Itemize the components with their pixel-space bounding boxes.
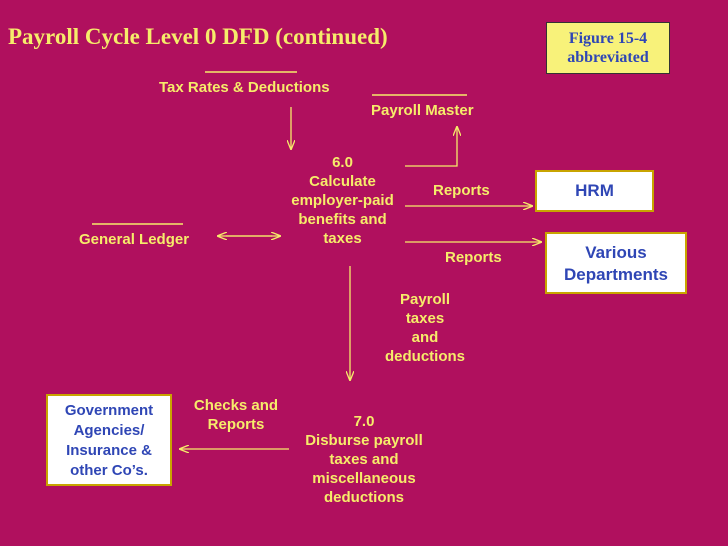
entity-label-line: Departments bbox=[564, 265, 668, 284]
flow-label-line: deductions bbox=[384, 348, 465, 365]
figure-note-line: abbreviated bbox=[567, 49, 649, 66]
process-label-line: Calculate bbox=[309, 173, 376, 190]
flow-label-reports-departments: Reports bbox=[445, 249, 502, 266]
flow-label-line: taxes bbox=[405, 310, 445, 327]
process-label-line: employer-paid bbox=[291, 192, 394, 209]
data-store-tax-rates: Tax Rates & Deductions bbox=[159, 79, 330, 96]
figure-note: Figure 15-4 abbreviated bbox=[546, 22, 670, 74]
flow-label-line: Checks and bbox=[193, 397, 279, 414]
flow-label-line: and bbox=[411, 329, 439, 346]
entity-label-line: Insurance & bbox=[66, 442, 152, 459]
entity-label-line: Various bbox=[585, 243, 647, 262]
data-store-general-ledger: General Ledger bbox=[79, 231, 190, 248]
flow-label-line: Payroll bbox=[399, 291, 451, 308]
entity-label-line: other Co’s. bbox=[70, 462, 148, 479]
page-title: Payroll Cycle Level 0 DFD (continued) bbox=[8, 24, 388, 49]
entity-hrm: HRM bbox=[535, 170, 654, 212]
figure-note-line: Figure 15-4 bbox=[568, 30, 648, 47]
flow-label-checks-reports: Checks and Reports bbox=[183, 396, 289, 434]
process-label-line: taxes bbox=[323, 230, 362, 247]
flow-p6-to-payroll-master bbox=[405, 127, 457, 167]
process-label-line: benefits and bbox=[298, 211, 387, 228]
flow-label-reports-hrm: Reports bbox=[433, 182, 490, 199]
entity-label-line: Agencies/ bbox=[73, 422, 145, 439]
entity-label-line: Government bbox=[64, 402, 154, 419]
data-store-payroll-master: Payroll Master bbox=[371, 102, 474, 119]
process-label-line: Disburse payroll bbox=[305, 432, 423, 449]
entity-government-agencies: Government Agencies/ Insurance & other C… bbox=[46, 394, 172, 486]
flow-label-line: Reports bbox=[207, 416, 265, 433]
entity-various-departments: Various Departments bbox=[545, 232, 687, 294]
process-label-line: miscellaneous bbox=[312, 470, 416, 487]
process-number: 7.0 bbox=[353, 413, 375, 430]
process-label-line: taxes and bbox=[329, 451, 399, 468]
process-number: 6.0 bbox=[332, 154, 353, 171]
process-label-line: deductions bbox=[323, 489, 404, 506]
process-6-0: 6.0 Calculate employer-paid benefits and… bbox=[270, 153, 415, 248]
process-7-0: 7.0 Disburse payroll taxes and miscellan… bbox=[283, 412, 445, 507]
flow-label-payroll-taxes: Payroll taxes and deductions bbox=[370, 290, 480, 366]
